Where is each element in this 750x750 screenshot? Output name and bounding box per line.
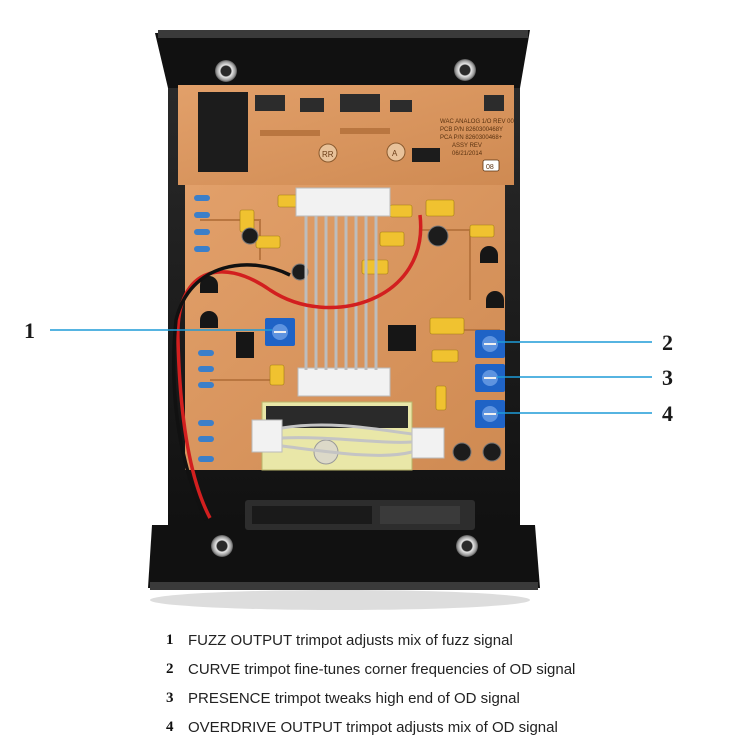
callout-number-2: 2	[662, 330, 673, 355]
screw-bottom-left	[211, 535, 233, 557]
legend-number: 3	[166, 690, 174, 706]
battery	[245, 500, 475, 530]
black-wire	[171, 263, 291, 521]
legend-number: 1	[166, 632, 174, 648]
pcb-mark-rr: RR	[322, 150, 334, 159]
legend-text: PRESENCE trimpot tweaks high end of OD s…	[188, 690, 520, 707]
pedal-circuit-photo: RR A WAC ANALOG 1/O REV 00 PCB P/N 82603…	[50, 30, 652, 610]
callout-number-3: 3	[662, 365, 673, 390]
legend-text: OVERDRIVE OUTPUT trimpot adjusts mix of …	[188, 719, 558, 736]
trimpot-curve	[475, 330, 505, 358]
pcb-print-line-2: PCB P/N 8260300468Y	[440, 127, 503, 133]
screw-top-left	[215, 60, 237, 82]
main-board	[185, 185, 505, 471]
pcb-print-line-3: PCA P/N 8260300468+	[440, 135, 503, 141]
screw-top-right	[454, 59, 476, 81]
legend-number: 2	[166, 661, 174, 677]
legend-item: 4 OVERDRIVE OUTPUT trimpot adjusts mix o…	[166, 713, 726, 742]
legend-item: 2 CURVE trimpot fine-tunes corner freque…	[166, 655, 726, 684]
legend-item: 1 FUZZ OUTPUT trimpot adjusts mix of fuz…	[166, 626, 726, 655]
legend-number: 4	[166, 719, 174, 735]
legend-item: 3 PRESENCE trimpot tweaks high end of OD…	[166, 684, 726, 713]
pcb-print-line-1: WAC ANALOG 1/O REV 00	[440, 119, 514, 125]
trimpot-overdrive-output	[475, 400, 505, 428]
legend-text: CURVE trimpot fine-tunes corner frequenc…	[188, 661, 576, 678]
callout-number-1: 1	[24, 318, 35, 343]
trimpot-presence	[475, 364, 505, 392]
pcb-badge: 08	[486, 164, 494, 171]
io-board	[178, 85, 514, 185]
pcb-print-line-5: 06/21/2014	[452, 151, 483, 157]
trimpot-fuzz-output	[265, 318, 295, 346]
callout-number-4: 4	[662, 401, 673, 426]
screw-bottom-right	[456, 535, 478, 557]
caption-legend: 1 FUZZ OUTPUT trimpot adjusts mix of fuz…	[166, 626, 726, 742]
pcb-mark-a: A	[392, 149, 398, 158]
pcb-print-line-4: ASSY REV	[452, 143, 482, 149]
legend-text: FUZZ OUTPUT trimpot adjusts mix of fuzz …	[188, 632, 513, 649]
